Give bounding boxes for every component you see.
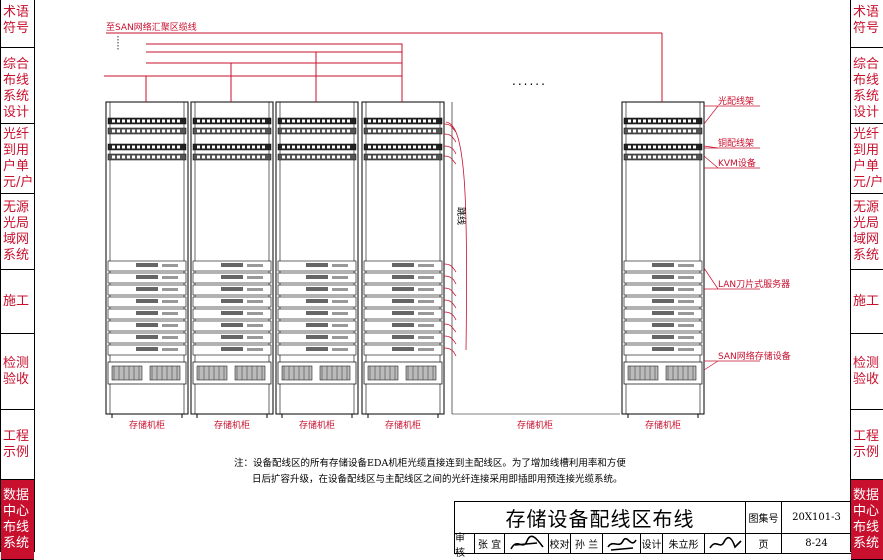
category-tab: 光纤到用户单元/户 [1, 124, 34, 194]
callout-leader [703, 155, 719, 169]
cabinet-label: 存储机柜 [129, 419, 165, 431]
jumper-cable [443, 133, 457, 143]
atlas-number: 20X101-3 [782, 502, 851, 534]
category-tab: 工程示例 [1, 410, 34, 480]
category-tab: 检测验收 [851, 334, 883, 410]
category-tab-label: 光纤到用户单元/户 [853, 126, 883, 190]
category-tab-label: 工程示例 [853, 428, 880, 460]
cabinet-label: 存储机柜 [385, 419, 421, 431]
category-tab-label: 数据中心布线系统 [3, 487, 30, 551]
signature-icon [709, 536, 742, 548]
check-label: 校对 [549, 534, 571, 553]
san-cable-label: 至SAN网络汇聚区缆线 [106, 21, 197, 33]
page-label: 页 [746, 534, 782, 553]
storage-cabinet: 存储机柜 [105, 101, 189, 431]
san-link [274, 51, 317, 102]
note-line-2: 日后扩容升级，在设备配线区与主配线区之间的光纤连接采用即插即用预连接光缆系统。 [252, 474, 623, 485]
category-tab: 施工 [851, 270, 883, 334]
storage-cabinet: 存储机柜 [361, 101, 445, 431]
category-tab-label: 检测验收 [853, 355, 880, 387]
jumper-cable [443, 145, 457, 155]
category-tab: 光纤到用户单元/户 [851, 124, 883, 194]
jumper-cable [443, 323, 457, 333]
category-tab-label: 无源光局域网系统 [3, 199, 30, 263]
category-tab: 术语符号 [1, 0, 34, 48]
callout-leader [703, 360, 719, 371]
title-block: 存储设备配线区布线 图集号 20X101-3 审核 张 宜 校对 孙 兰 设计 … [454, 501, 851, 559]
signature-icon [509, 535, 544, 549]
atlas-label: 图集号 [746, 502, 782, 534]
right-category-sidebar: 术语符号综合布线系统设计光纤到用户单元/户无源光局域网系统施工检测验收工程示例数… [850, 0, 883, 560]
reviewer-signature [505, 534, 549, 553]
jumper-cable [445, 121, 468, 351]
left-category-sidebar: 术语符号综合布线系统设计光纤到用户单元/户无源光局域网系统施工检测验收工程示例数… [0, 0, 35, 560]
jumper-cable [443, 275, 457, 285]
jumper-cable [443, 263, 457, 273]
jumper-cable [443, 287, 457, 297]
cabinet-label: 存储机柜 [299, 419, 335, 431]
callout-san-storage: SAN网络存储设备 [718, 350, 791, 362]
category-tab: 施工 [1, 270, 34, 334]
category-tab-label: 术语符号 [3, 4, 30, 36]
jumper-cable [443, 347, 457, 357]
storage-cabinet: 存储机柜 [275, 101, 359, 431]
category-tab: 数据中心布线系统 [851, 480, 883, 560]
checker-name: 孙 兰 [571, 534, 603, 553]
category-tab-label: 工程示例 [3, 428, 30, 460]
design-label: 设计 [641, 534, 663, 553]
category-tab-label: 术语符号 [853, 4, 880, 36]
san-link [360, 43, 403, 102]
category-tab: 综合布线系统设计 [851, 54, 883, 124]
cabinet-label: 存储机柜 [645, 419, 681, 431]
callout-kvm: KVM设备 [718, 157, 756, 169]
category-tab: 检测验收 [1, 334, 34, 410]
category-tab: 工程示例 [851, 410, 883, 480]
callout-copper-patch: 铜配线架 [718, 137, 754, 149]
jumper-cable [443, 299, 457, 309]
callout-leader [703, 145, 719, 149]
category-tab-label: 数据中心布线系统 [853, 487, 880, 551]
storage-cabinet: 存储机柜 [621, 101, 705, 431]
category-tab-label: 综合布线系统设计 [3, 56, 30, 120]
designer-signature [705, 534, 746, 553]
storage-cabinet: 存储机柜 [190, 101, 274, 431]
category-tab: 无源光局域网系统 [851, 194, 883, 270]
note-line-1: 注：设备配线区的所有存储设备EDA机柜光缆直接连到主配线区。为了增加线槽利用率和… [234, 458, 626, 469]
callout-fiber-patch: 光配线架 [718, 95, 754, 107]
ellipsis-label: ...... [512, 74, 547, 88]
jumper-cable [443, 155, 457, 165]
cabinet-label: 存储机柜 [517, 419, 553, 431]
san-link [104, 75, 147, 102]
callout-leader [703, 105, 719, 125]
note-text: 注：设备配线区的所有存储设备EDA机柜光缆直接连到主配线区。为了增加线槽利用率和… [234, 456, 626, 488]
category-tab-label: 施工 [853, 293, 880, 309]
category-tab-label: 光纤到用户单元/户 [3, 126, 34, 190]
category-tab-label: 检测验收 [3, 355, 30, 387]
category-tab-label: 综合布线系统设计 [853, 56, 880, 120]
category-tab: 无源光局域网系统 [1, 194, 34, 270]
jumper-cable [443, 335, 457, 345]
callout-leader [703, 267, 719, 290]
category-tab: 综合布线系统设计 [1, 54, 34, 124]
cabinet-label: 存储机柜 [214, 419, 250, 431]
jumper-cable [443, 311, 457, 321]
jumper-cable [443, 123, 457, 133]
drawing-title: 存储设备配线区布线 [455, 502, 746, 534]
jumper-label: 跳线 [455, 207, 467, 225]
review-label: 审核 [455, 533, 475, 559]
category-tab: 术语符号 [851, 0, 883, 48]
category-tab-label: 无源光局域网系统 [853, 199, 880, 263]
signature-icon [606, 537, 637, 551]
checker-signature [603, 534, 641, 553]
designer-name: 朱立彤 [663, 534, 705, 553]
reviewer-name: 张 宜 [475, 534, 505, 553]
san-link [189, 62, 232, 102]
page-number: 8-24 [805, 538, 828, 549]
callout-lan-blade: LAN刀片式服务器 [718, 278, 790, 290]
category-tab-label: 施工 [3, 293, 30, 309]
